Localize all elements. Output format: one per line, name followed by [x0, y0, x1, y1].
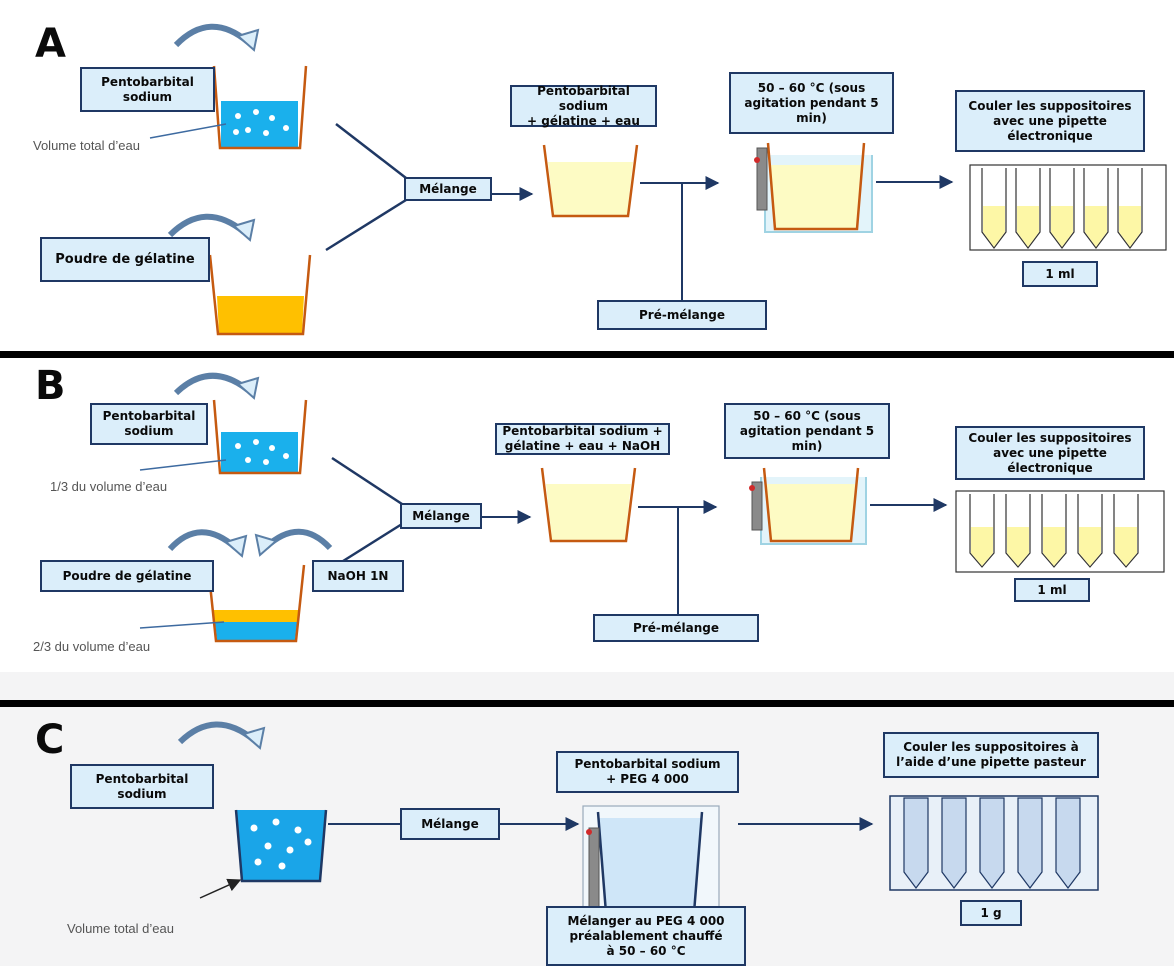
water-beaker-icon: [212, 65, 308, 150]
divider-bc: [0, 700, 1174, 707]
peg-note-box: Mélanger au PEG 4 000 préalablement chau…: [546, 906, 746, 966]
water-note-top-b: 1/3 du volume d’eau: [50, 479, 168, 494]
heat-box: 50 – 60 °C (sous agitation pendant 5 min…: [729, 72, 894, 134]
gelatin-box: Poudre de gélatine: [40, 237, 210, 282]
panel-b-letter: B: [35, 363, 66, 409]
cast-box: Couler les suppositoires avec une pipett…: [955, 90, 1145, 152]
premix-box: Pré-mélange: [597, 300, 767, 330]
divider-ab: [0, 351, 1174, 358]
gelatin-naoh-beaker-icon: [206, 564, 306, 643]
peg-bath-icon: [582, 805, 720, 925]
mix-box: Mélange: [404, 177, 492, 201]
mixture-box-c: Pentobarbital sodium + PEG 4 000: [556, 751, 739, 793]
cast-box-b: Couler les suppositoires avec une pipett…: [955, 426, 1145, 480]
mixture-beaker-b-icon: [540, 467, 637, 543]
heating-bath-b-icon: [749, 467, 867, 545]
suppository-mould-b-icon: [955, 490, 1165, 573]
suppository-mould-c-icon: [889, 795, 1099, 891]
pentobarbital-box-c: Pentobarbital sodium: [70, 764, 214, 809]
gelatin-beaker-icon: [208, 254, 312, 336]
pentobarbital-box-b: Pentobarbital sodium: [90, 403, 208, 445]
water-note-c: Volume total d’eau: [67, 921, 174, 936]
gelatin-box-b: Poudre de gélatine: [40, 560, 214, 592]
water-note-bottom-b: 2/3 du volume d’eau: [33, 639, 151, 654]
water-beaker-b-icon: [212, 399, 308, 475]
mass-box: 1 g: [960, 900, 1022, 926]
mixture-beaker-icon: [542, 144, 639, 218]
mix-box-c: Mélange: [400, 808, 500, 840]
water-beaker-c-icon: [234, 809, 328, 883]
mixture-box: Pentobarbital sodium + gélatine + eau: [510, 84, 657, 128]
pentobarbital-box: Pentobarbital sodium: [80, 67, 215, 112]
mix-box-b: Mélange: [400, 503, 482, 529]
volume-box: 1 ml: [1022, 261, 1098, 287]
panel-c-letter: C: [35, 717, 65, 763]
volume-box-b: 1 ml: [1014, 578, 1090, 602]
cast-box-c: Couler les suppositoires à l’aide d’une …: [883, 732, 1099, 778]
panel-a-letter: A: [35, 21, 66, 67]
water-note: Volume total d’eau: [33, 138, 140, 153]
suppository-mould-icon: [969, 164, 1167, 251]
naoh-box: NaOH 1N: [312, 560, 404, 592]
heat-box-b: 50 – 60 °C (sous agitation pendant 5 min…: [724, 403, 890, 459]
curved-arrow-head-icon: [235, 28, 260, 52]
heating-bath-icon: [754, 142, 873, 233]
mixture-box-b: Pentobarbital sodium + gélatine + eau + …: [495, 423, 670, 455]
premix-box-b: Pré-mélange: [593, 614, 759, 642]
